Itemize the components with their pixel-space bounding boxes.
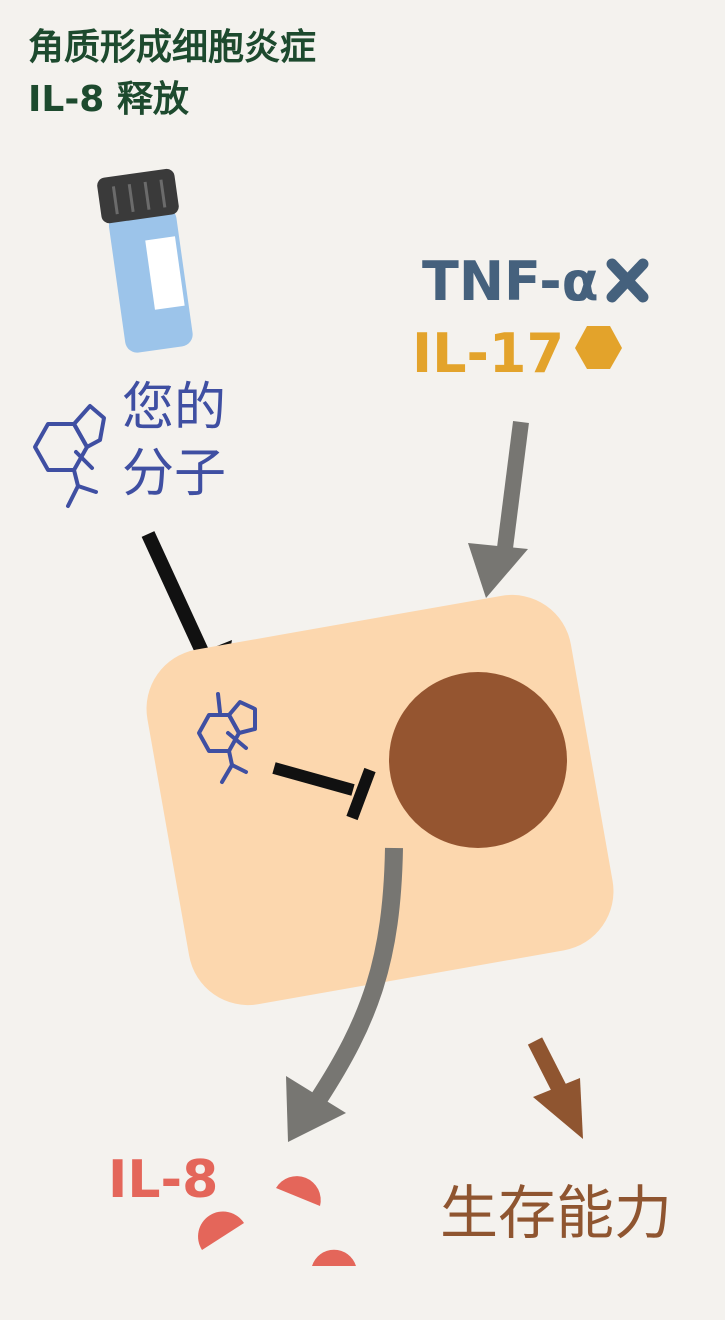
- tnf-alpha-label: TNF-α: [422, 250, 599, 313]
- arrow-cell-to-viability: [527, 1037, 583, 1139]
- arrow-cell-to-il8: [286, 847, 403, 1142]
- x-mark-icon: [606, 258, 649, 303]
- molecule-in-cell-icon: [197, 692, 257, 784]
- molecule-label-line-2: 分子: [122, 444, 227, 504]
- title-line-1: 角质形成细胞炎症: [28, 27, 317, 68]
- inhibition-bar: [272, 762, 376, 821]
- molecule-label-line-1: 您的: [122, 378, 227, 438]
- title-line-2: IL-8 释放: [28, 79, 189, 120]
- il8-label: IL-8: [108, 1150, 219, 1210]
- il17-label: IL-17: [412, 322, 565, 385]
- arrow-cytokines-to-cell: [468, 420, 529, 598]
- viability-label: 生存能力: [440, 1179, 673, 1247]
- diagram-title: 角质形成细胞炎症 IL-8 释放: [28, 22, 316, 126]
- molecule-icon: [33, 404, 106, 508]
- cell-nucleus: [389, 672, 567, 848]
- your-molecule-label: 您的 分子: [122, 375, 226, 507]
- half-disc-icon: [198, 1176, 356, 1266]
- vial-icon: [97, 168, 193, 353]
- hexagon-icon: [575, 326, 622, 369]
